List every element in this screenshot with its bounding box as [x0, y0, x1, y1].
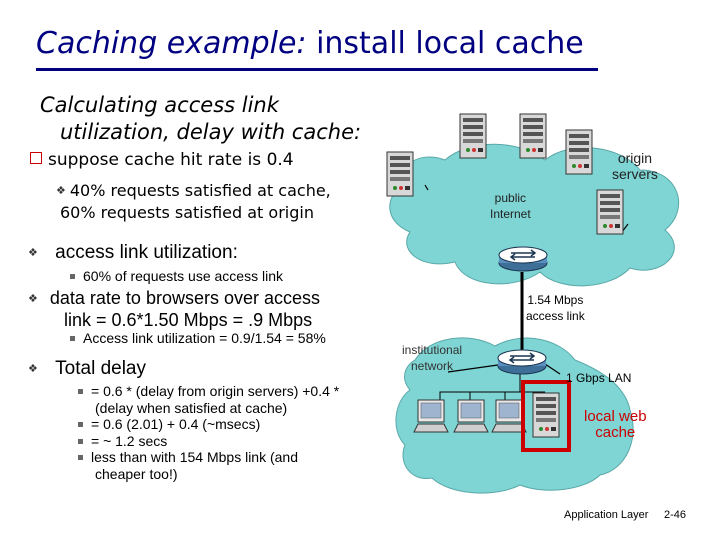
client-pc-icon: [491, 399, 527, 433]
rate-sub-item: Access link utilization = 0.9/1.54 = 58%: [70, 330, 326, 346]
client-pc-icon: [453, 399, 489, 433]
title-part-2: install local cache: [306, 26, 584, 61]
access-link-label: 1.54 Mbps access link: [526, 292, 585, 324]
diamond-bullet-icon: ❖: [28, 293, 38, 305]
delay-item-text: = ~ 1.2 secs: [91, 432, 168, 449]
list-item: (delay when satisfied at cache): [78, 400, 339, 417]
cache-line-1: local web: [584, 408, 647, 425]
diamond-bullet-icon: ❖: [28, 363, 38, 375]
access-link-line-2: access link: [526, 309, 585, 323]
access-sub-text: 60% of requests use access link: [83, 268, 283, 284]
list-item: less than with 154 Mbps link (and: [78, 449, 339, 466]
subtitle: Calculating access link utilization, del…: [40, 92, 361, 146]
bullet-delay-text: Total delay: [55, 358, 146, 379]
origin-line-2: servers: [612, 166, 658, 182]
origin-server-icon: [519, 113, 547, 159]
lan-branches: [439, 372, 545, 408]
sub-bullet-line-2: 60% requests satisfied at origin: [60, 203, 314, 222]
internet-router-icon: [498, 246, 548, 272]
sub-bullet-requests: ❖40% requests satisfied at cache, 60% re…: [56, 180, 331, 224]
access-sub-item: 60% of requests use access link: [70, 268, 283, 284]
origin-server-icon: [459, 113, 487, 159]
cache-server-icon: [532, 392, 560, 438]
lan-link-right: [544, 363, 561, 375]
rate-sub-text: Access link utilization = 0.9/1.54 = 58%: [83, 330, 326, 346]
bullet-rate-line-2: link = 0.6*1.50 Mbps = .9 Mbps: [64, 310, 313, 330]
institutional-network-label: institutional network: [402, 342, 462, 374]
small-square-bullet-icon: [78, 389, 83, 394]
square-bullet-icon: [30, 152, 42, 164]
small-square-bullet-icon: [78, 455, 83, 460]
origin-servers-label: origin servers: [612, 150, 658, 182]
bullet-total-delay: ❖ Total delay: [28, 358, 146, 380]
internet-line-2: Internet: [490, 207, 531, 221]
link-server-4: [424, 184, 429, 191]
inst-line-1: institutional: [402, 343, 463, 357]
origin-server-icon: [565, 129, 593, 175]
delay-sub-list: = 0.6 * (delay from origin servers) +0.4…: [78, 383, 339, 482]
local-cache-label: local web cache: [584, 409, 647, 441]
lan-link-left: [447, 363, 506, 373]
delay-item-text: = 0.6 * (delay from origin servers) +0.4…: [91, 383, 340, 399]
origin-server-icon: [596, 189, 624, 235]
client-pc-icon: [413, 399, 449, 433]
list-item: = ~ 1.2 secs: [78, 433, 339, 450]
subtitle-line-1: Calculating access link: [40, 93, 279, 117]
small-square-bullet-icon: [78, 422, 83, 427]
diamond-bullet-icon: ❖: [56, 184, 66, 197]
sub-bullet-line-1: 40% requests satisfied at cache,: [69, 181, 331, 200]
list-item: = 0.6 (2.01) + 0.4 (~msecs): [78, 416, 339, 433]
bullet-access-utilization: ❖ access link utilization:: [28, 242, 238, 264]
bullet-cache-hit: suppose cache hit rate is 0.4: [30, 150, 294, 170]
title-underline: [36, 68, 598, 71]
slide-title: Caching example: install local cache: [36, 26, 584, 61]
small-square-bullet-icon: [78, 438, 83, 444]
footer-section: Application Layer: [564, 509, 649, 521]
subtitle-line-2: utilization, delay with cache:: [60, 120, 362, 144]
bullet-access-text: access link utilization:: [55, 242, 238, 263]
small-square-bullet-icon: [70, 274, 75, 279]
access-link-line-1: 1.54 Mbps: [527, 293, 584, 307]
diamond-bullet-icon: ❖: [28, 247, 38, 259]
list-item: = 0.6 * (delay from origin servers) +0.4…: [78, 383, 339, 400]
lan-label: 1 Gbps LAN: [566, 371, 632, 385]
inst-line-2: network: [411, 359, 454, 373]
footer-page-number: 2-46: [664, 509, 687, 521]
origin-line-1: origin: [617, 150, 653, 166]
public-internet-cloud: [389, 143, 680, 287]
bullet-data-rate: ❖ data rate to browsers over access link …: [28, 288, 320, 331]
institutional-router-icon: [497, 349, 547, 375]
delay-item-text: (delay when satisfied at cache): [95, 399, 288, 416]
internet-line-1: public: [494, 191, 527, 205]
title-part-1: Caching example:: [36, 26, 307, 61]
cache-highlight-box: [521, 380, 571, 452]
public-internet-label: public Internet: [490, 190, 531, 222]
delay-item-text: cheaper too!): [95, 465, 178, 482]
bullet-cache-text: suppose cache hit rate is 0.4: [48, 150, 294, 170]
cache-line-2: cache: [595, 424, 636, 441]
delay-item-text: less than with 154 Mbps link (and: [91, 449, 298, 465]
delay-item-text: = 0.6 (2.01) + 0.4 (~msecs): [91, 416, 261, 432]
small-square-bullet-icon: [70, 336, 75, 341]
origin-server-icon: [386, 151, 414, 197]
list-item: cheaper too!): [78, 466, 339, 483]
bullet-rate-line-1: data rate to browsers over access: [49, 288, 320, 308]
